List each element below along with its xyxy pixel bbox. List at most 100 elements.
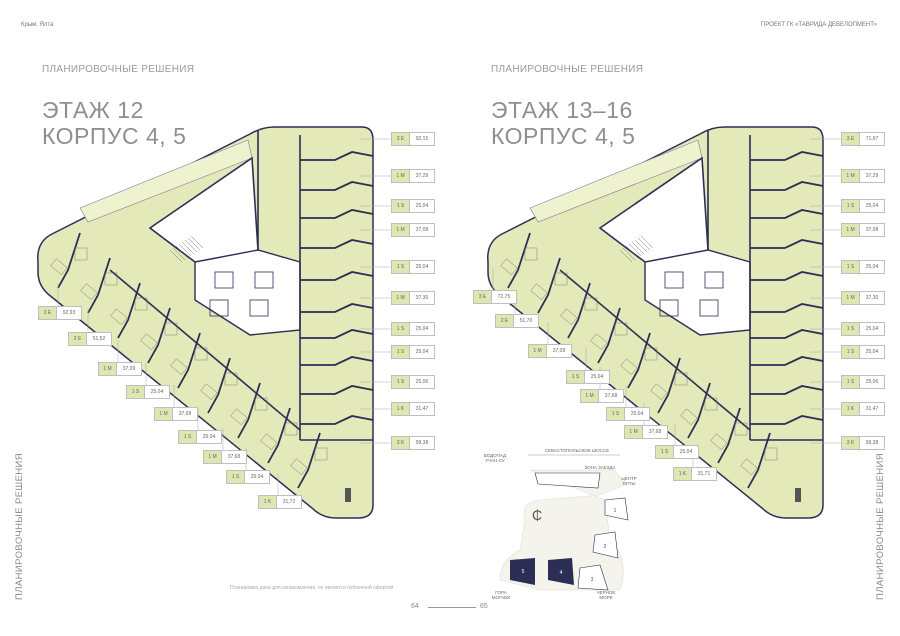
unit-area: 25,06 bbox=[865, 379, 879, 385]
furniture-bed bbox=[704, 397, 718, 411]
furniture-bed bbox=[254, 397, 268, 411]
furniture-sofa bbox=[290, 458, 308, 475]
road-label: СЕВАСТОПОЛЬСКОЕ ШОССЕ bbox=[544, 448, 610, 453]
mountain-label: ГОРА МОГАБИ bbox=[491, 590, 511, 600]
furniture-bed bbox=[554, 272, 568, 286]
furniture-bed bbox=[314, 447, 328, 461]
unit-divider bbox=[750, 385, 824, 395]
elevator-shaft bbox=[699, 299, 719, 317]
furniture-sofa bbox=[140, 333, 158, 350]
unit-area: 37,30 bbox=[865, 295, 879, 301]
unit-area: 92,93 bbox=[62, 310, 76, 316]
unit-area: 25,04 bbox=[630, 411, 644, 417]
unit-type: 1 M bbox=[842, 170, 860, 182]
unit-area: 25,04 bbox=[415, 264, 429, 270]
unit-type: 1 S bbox=[842, 323, 860, 335]
unit-divider bbox=[657, 357, 681, 414]
stair-step bbox=[175, 245, 189, 259]
elevator-shaft bbox=[209, 299, 229, 317]
entry-zone-label: ЗОНА ЗАЕЗДА bbox=[584, 465, 616, 470]
stair-step bbox=[637, 237, 651, 251]
unit-label[interactable]: 3 E 92,15 bbox=[391, 132, 435, 146]
furniture-sofa bbox=[680, 408, 698, 425]
unit-divider bbox=[750, 209, 824, 219]
unit-area: 37,68 bbox=[178, 411, 192, 417]
unit-divider bbox=[747, 432, 771, 489]
unit-label[interactable]: 1 S 25,04 bbox=[606, 407, 650, 421]
unit-area: 25,04 bbox=[250, 474, 264, 480]
unit-type: 1 S bbox=[227, 471, 245, 483]
elevator-shaft bbox=[214, 271, 234, 289]
unit-divider bbox=[750, 356, 824, 366]
unit-divider bbox=[117, 282, 141, 339]
stair-step bbox=[640, 235, 654, 249]
stair-step bbox=[190, 235, 204, 249]
unit-label[interactable]: 1 S 25,04 bbox=[226, 470, 270, 484]
unit-divider bbox=[87, 257, 111, 314]
unit-type: 1 S bbox=[842, 346, 860, 358]
unit-area: 25,04 bbox=[865, 203, 879, 209]
unit-area: 25,04 bbox=[202, 434, 216, 440]
floor-title-left: ЭТАЖ 12 КОРПУС 4, 5 bbox=[42, 97, 186, 149]
city-center-label: ЦЕНТР ЯЛТЫ bbox=[621, 476, 637, 486]
furniture-sofa bbox=[80, 283, 98, 300]
stair-step bbox=[619, 249, 633, 263]
furniture-bed bbox=[734, 422, 748, 436]
furniture-sofa bbox=[500, 258, 518, 275]
stair-step bbox=[181, 241, 195, 255]
page-number-right: 65 bbox=[480, 603, 488, 610]
unit-divider bbox=[597, 307, 621, 364]
side-label-left: ПЛАНИРОВОЧНЫЕ РЕШЕНИЯ bbox=[14, 452, 25, 600]
corridor-wall bbox=[109, 269, 301, 431]
furniture-bed bbox=[194, 347, 208, 361]
unit-area: 37,09 bbox=[552, 348, 566, 354]
unit-area: 37,68 bbox=[648, 429, 662, 435]
unit-type: 1 S bbox=[607, 408, 625, 420]
unit-area: 92,15 bbox=[415, 136, 429, 142]
unit-type: 3 E bbox=[392, 133, 410, 145]
unit-divider bbox=[300, 209, 374, 219]
building-number: 3 bbox=[591, 577, 594, 583]
building-label: КОРПУС 4, 5 bbox=[42, 123, 187, 149]
unit-area: 31,71 bbox=[697, 471, 711, 477]
furniture-bed bbox=[224, 372, 238, 386]
building-5 bbox=[510, 558, 535, 585]
